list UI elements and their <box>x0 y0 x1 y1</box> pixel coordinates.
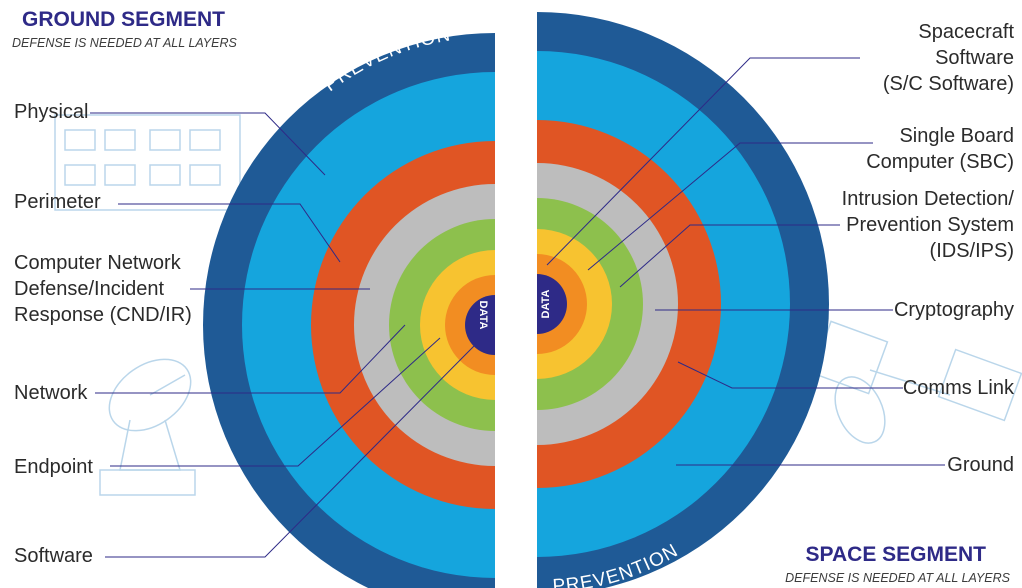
leader-software <box>105 344 476 558</box>
building-illustration <box>54 114 241 211</box>
space-leader-lines <box>546 57 945 466</box>
leader-ids-ips <box>619 224 840 288</box>
label-perimeter: Perimeter <box>14 191 101 213</box>
leader-sbc <box>587 142 873 271</box>
satellite-dish-illustration <box>99 358 196 496</box>
space-segment-subtitle: DEFENSE IS NEEDED AT ALL LAYERS <box>785 571 1010 585</box>
data-core-right <box>537 274 567 334</box>
data-label-right: DATA <box>540 289 552 318</box>
label-ground: Ground <box>947 454 1014 476</box>
ground-segment-subtitle: DEFENSE IS NEEDED AT ALL LAYERS <box>12 36 237 50</box>
space-rings <box>537 12 829 588</box>
label-ids-ips: Intrusion Detection/ Prevention System (… <box>841 188 1014 262</box>
label-cnd-ir: Computer Network Defense/Incident Respon… <box>14 252 192 326</box>
ground-segment-title: GROUND SEGMENT <box>22 8 226 31</box>
leader-sc-software <box>546 57 860 266</box>
ground-leader-lines <box>90 112 476 558</box>
label-sc-software: Spacecraft Software (S/C Software) <box>882 21 1014 95</box>
ground-rings <box>203 33 495 588</box>
label-sbc: Single Board Computer (SBC) <box>866 125 1014 173</box>
label-physical: Physical <box>14 101 89 123</box>
label-cryptography: Cryptography <box>893 299 1014 321</box>
leader-endpoint <box>110 337 441 467</box>
leader-perimeter <box>118 203 341 263</box>
label-endpoint: Endpoint <box>14 456 93 478</box>
leader-network <box>95 324 406 394</box>
label-software: Software <box>14 545 93 567</box>
data-core-left <box>465 295 495 355</box>
data-label-left: DATA <box>477 301 489 330</box>
label-network: Network <box>14 382 88 404</box>
label-comms-link: Comms Link <box>902 377 1014 399</box>
space-segment-title: SPACE SEGMENT <box>805 543 986 566</box>
leader-comms-link <box>677 361 903 389</box>
leader-physical <box>90 112 326 176</box>
